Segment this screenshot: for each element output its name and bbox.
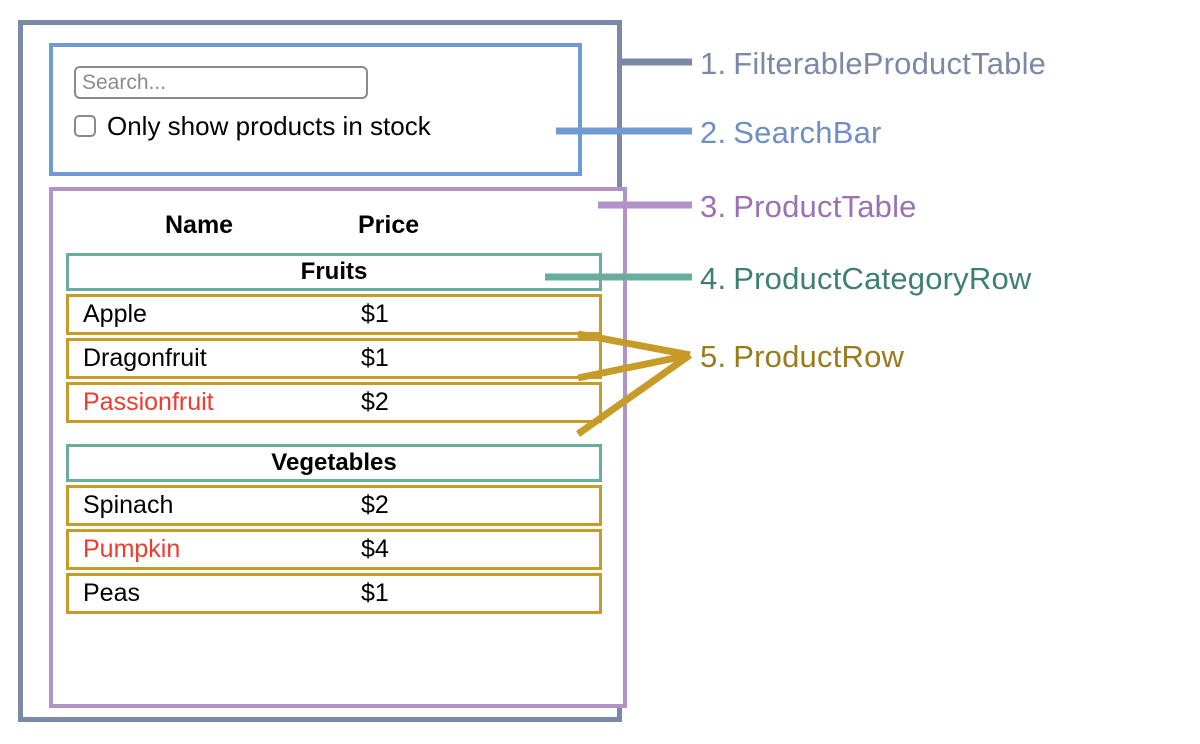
legend-item-product-category-row: 4.ProductCategoryRow [700,263,1032,294]
product-category-label: Fruits [300,258,368,285]
product-table-header: Name Price [53,207,623,243]
product-row: Pumpkin $4 [66,529,602,570]
product-row: Peas $1 [66,573,602,614]
legend-item-filterable-product-table: 1.FilterableProductTable [700,48,1046,79]
legend-label: ProductCategoryRow [733,261,1032,296]
product-price: $2 [361,388,389,416]
product-price: $1 [361,300,389,328]
legend: 1.FilterableProductTable 2.SearchBar 3.P… [700,0,1200,744]
search-bar-container: Only show products in stock [49,43,582,176]
product-table-container: Name Price Fruits Apple $1 Dragonfruit $… [49,187,627,708]
legend-number: 5. [700,339,727,374]
product-name: Dragonfruit [83,344,207,372]
legend-label: ProductTable [733,189,917,224]
product-price: $1 [361,579,389,607]
in-stock-checkbox-label: Only show products in stock [107,111,431,141]
product-name: Peas [83,579,140,607]
product-category-row: Vegetables [66,444,602,482]
product-row: Passionfruit $2 [66,382,602,423]
legend-label: SearchBar [733,115,882,150]
in-stock-checkbox[interactable] [74,115,96,137]
product-name: Spinach [83,491,174,519]
legend-item-product-row: 5.ProductRow [700,341,904,372]
legend-number: 2. [700,115,727,150]
product-category-row: Fruits [66,253,602,291]
filterable-product-table-container: Only show products in stock Name Price F… [18,20,627,722]
in-stock-filter-row[interactable]: Only show products in stock [74,113,431,139]
product-row: Spinach $2 [66,485,602,526]
product-price: $1 [361,344,389,372]
product-name: Pumpkin [83,535,181,563]
category-spacer [66,426,602,444]
legend-number: 1. [700,46,727,81]
product-rows-area: Fruits Apple $1 Dragonfruit $1 Passionfr… [66,253,602,617]
search-input[interactable] [74,66,368,99]
legend-label: FilterableProductTable [733,46,1047,81]
product-name: Apple [83,300,147,328]
legend-item-product-table: 3.ProductTable [700,191,917,222]
product-price: $2 [361,491,389,519]
product-row: Apple $1 [66,294,602,335]
legend-number: 4. [700,261,727,296]
column-header-price: Price [358,210,420,239]
column-header-name: Name [165,210,234,239]
legend-number: 3. [700,189,727,224]
legend-label: ProductRow [733,339,905,374]
product-price: $4 [361,535,389,563]
legend-item-search-bar: 2.SearchBar [700,117,882,148]
product-row: Dragonfruit $1 [66,338,602,379]
product-name: Passionfruit [83,388,214,416]
product-category-label: Vegetables [271,449,397,476]
